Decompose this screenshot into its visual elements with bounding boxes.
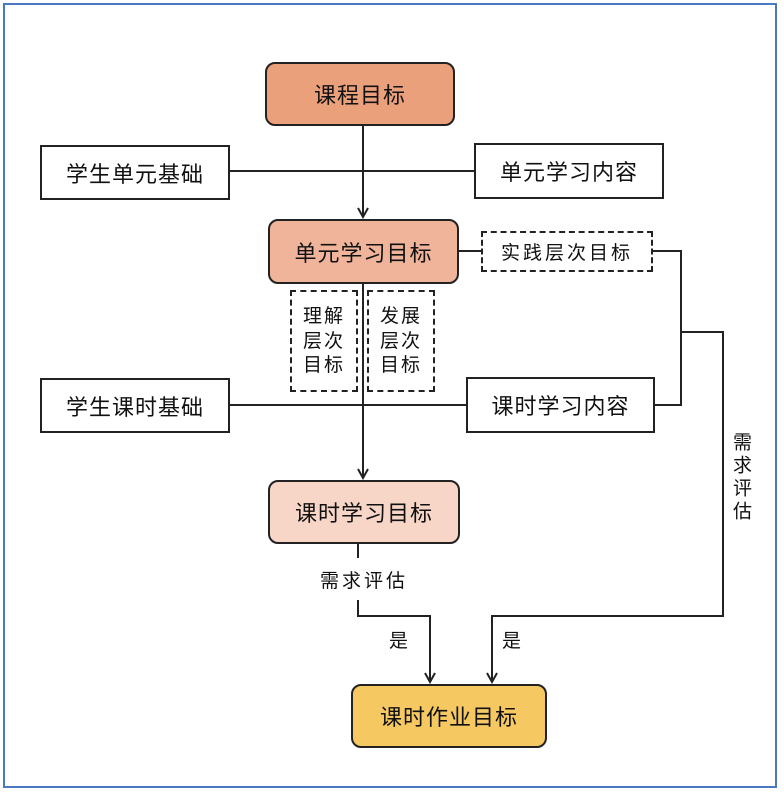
line-right-assessment (492, 331, 724, 682)
understanding-level-goal-label: 理解层次目标 (302, 304, 345, 377)
diagram-frame (3, 3, 777, 788)
unit-learning-content-node: 单元学习内容 (474, 143, 664, 199)
student-unit-basis-node: 学生单元基础 (40, 145, 230, 200)
student-lesson-basis-node: 学生课时基础 (40, 378, 230, 433)
lesson-learning-goal-node: 课时学习目标 (268, 480, 460, 544)
course-goal-node: 课程目标 (265, 62, 455, 126)
lesson-homework-goal-node: 课时作业目标 (351, 684, 547, 748)
practice-level-goal-label: 实践层次目标 (500, 242, 633, 264)
yes-right-label: 是 (502, 630, 525, 652)
unit-learning-goal-node: 单元学习目标 (268, 219, 459, 284)
course-goal-label: 课程目标 (313, 84, 406, 109)
unit-learning-content-label: 单元学习内容 (499, 161, 638, 186)
lesson-learning-content-label: 课时学习内容 (491, 395, 630, 420)
practice-level-goal-node: 实践层次目标 (481, 231, 653, 272)
development-level-goal-label: 发展层次目标 (379, 304, 422, 377)
understanding-level-goal-node: 理解层次目标 (290, 290, 358, 392)
student-lesson-basis-label: 学生课时基础 (65, 395, 204, 421)
lesson-learning-goal-label: 课时学习目标 (294, 502, 433, 527)
lesson-learning-content-node: 课时学习内容 (466, 377, 655, 433)
development-level-goal-node: 发展层次目标 (367, 290, 435, 392)
yes-left-label: 是 (389, 630, 412, 652)
needs-assessment-left-label: 需求评估 (320, 566, 409, 593)
line-left-assessment (357, 600, 430, 682)
unit-learning-goal-label: 单元学习目标 (294, 241, 433, 267)
student-unit-basis-label: 学生单元基础 (65, 162, 204, 188)
needs-assessment-right-label: 需求评估 (729, 432, 752, 524)
lesson-homework-goal-label: 课时作业目标 (379, 706, 518, 731)
